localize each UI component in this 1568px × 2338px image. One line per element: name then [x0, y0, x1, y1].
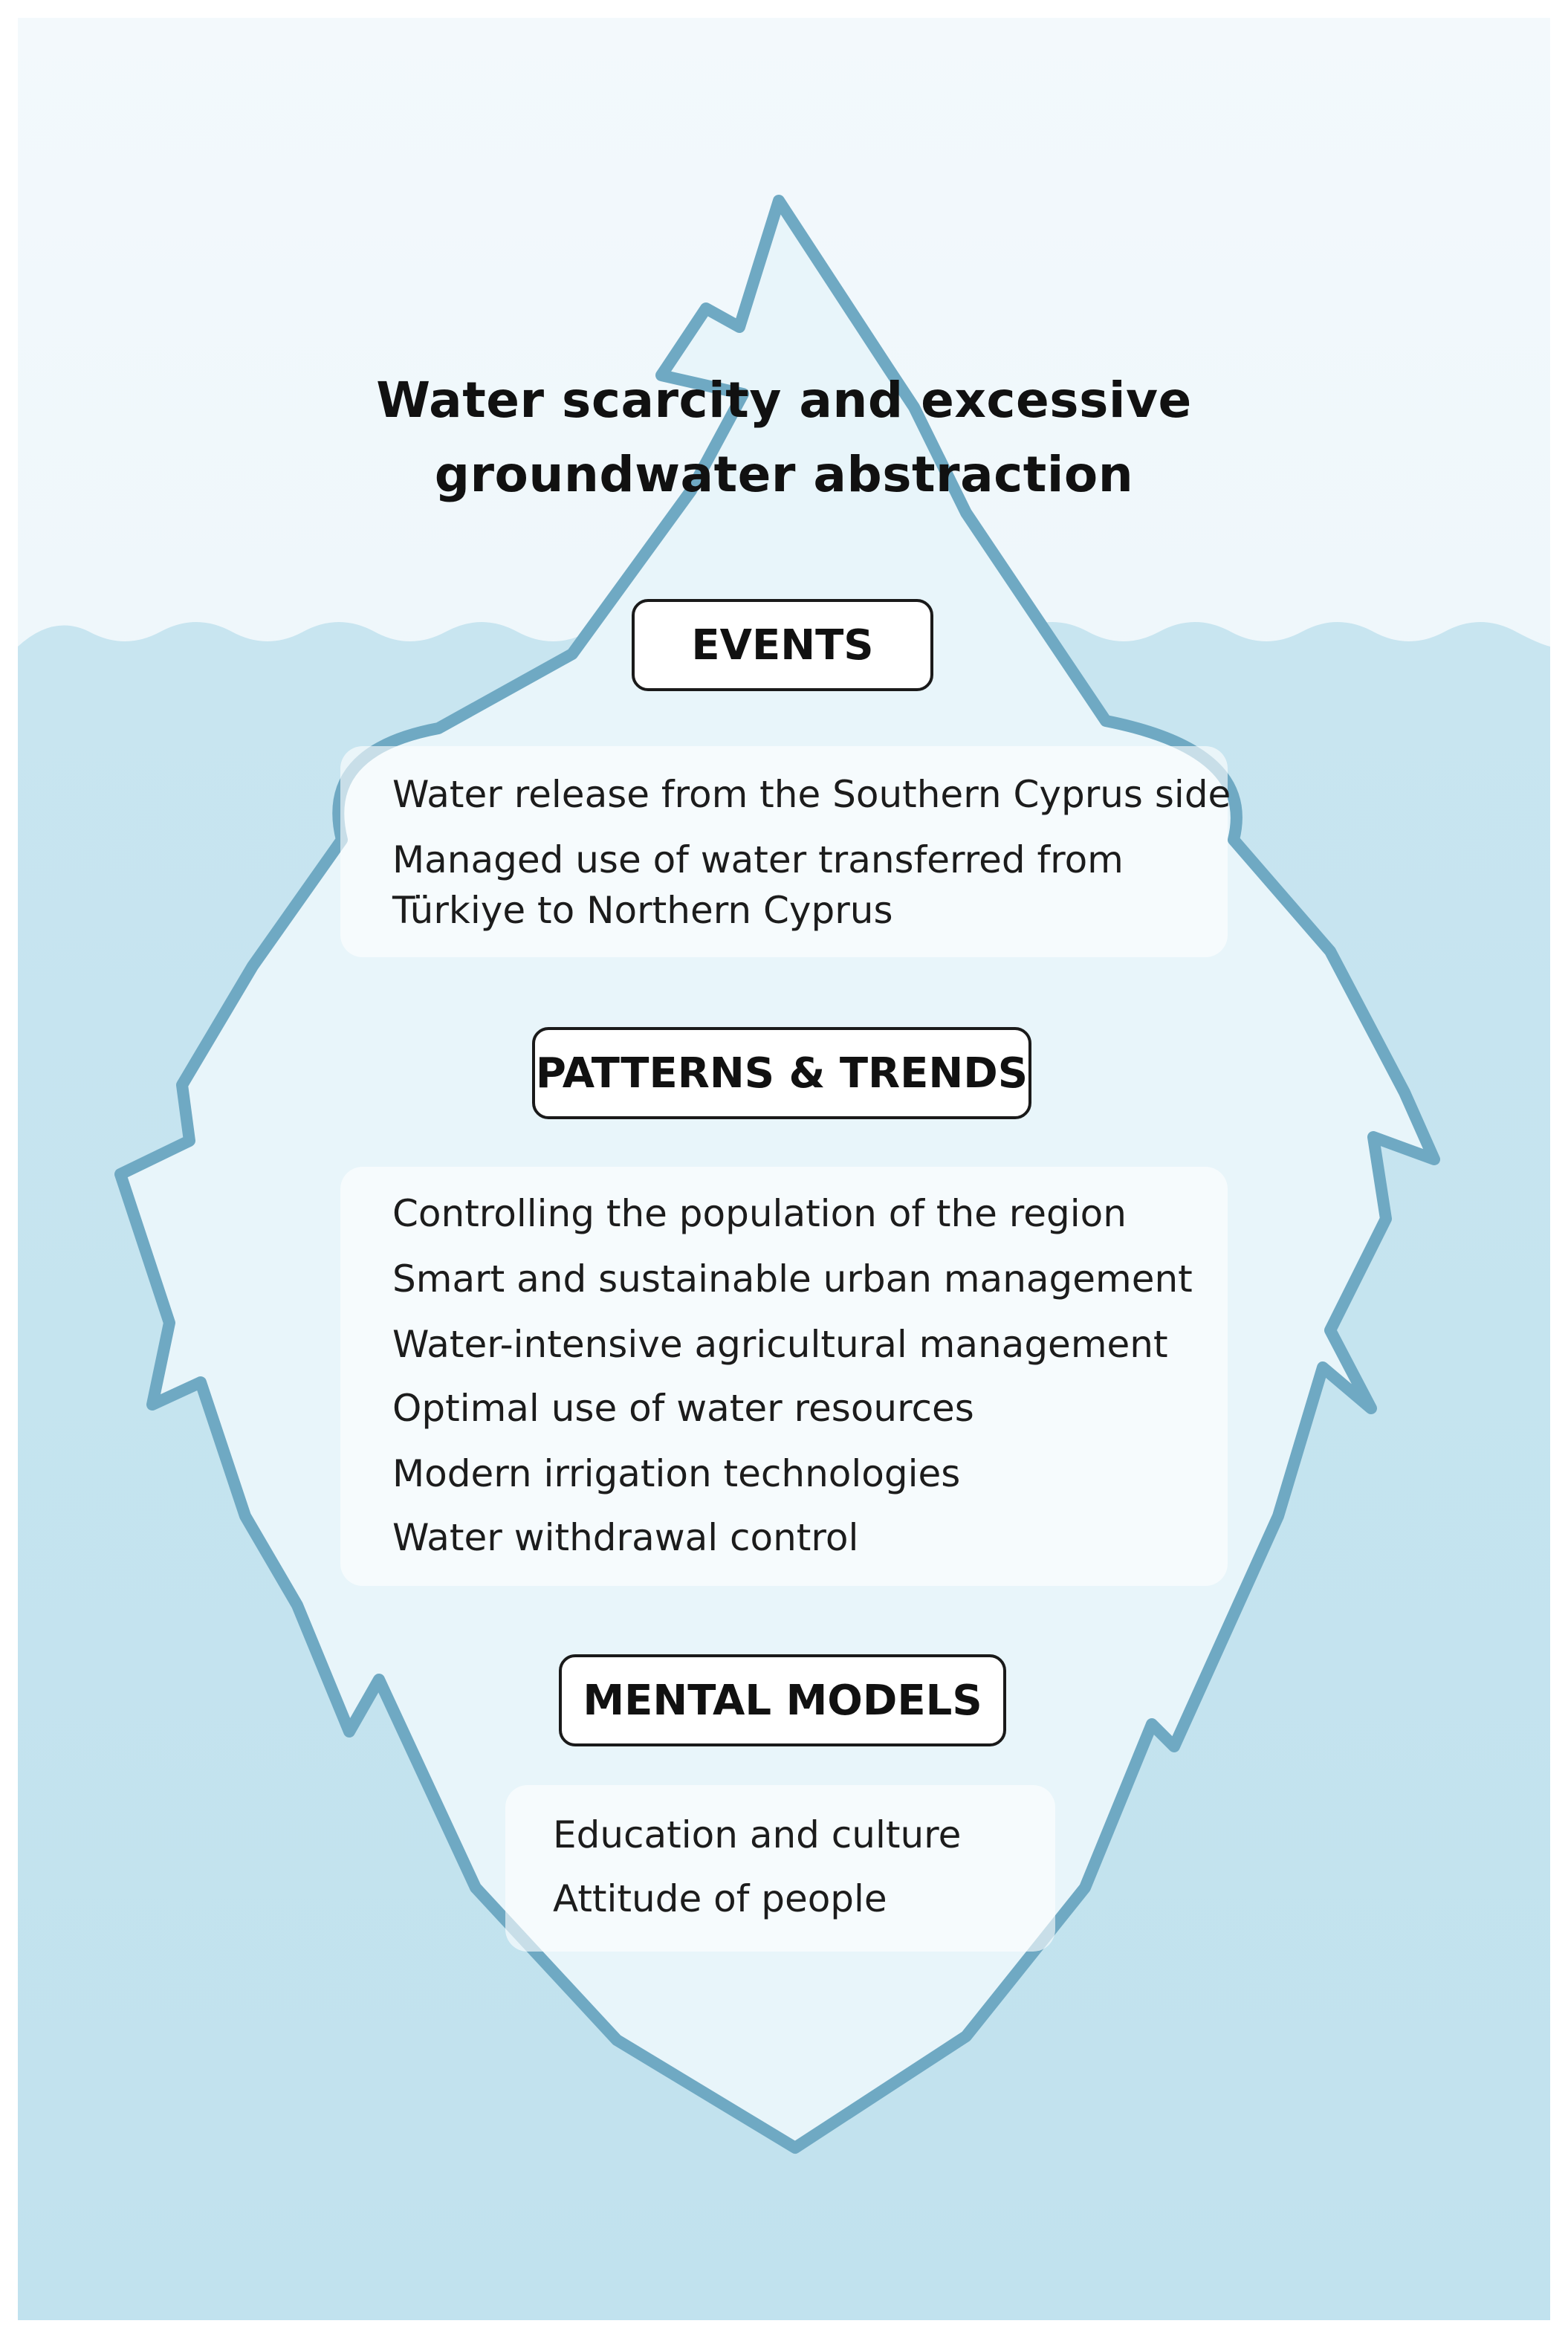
patterns-trends-label: PATTERNS & TRENDS	[532, 1027, 1031, 1119]
title-line-1: Water scarcity and excessive	[376, 372, 1192, 429]
events-item: Water release from the Southern Cyprus s…	[392, 773, 1231, 816]
events-item: Türkiye to Northern Cyprus	[392, 889, 893, 932]
patterns-trends-item: Modern irrigation technologies	[392, 1452, 961, 1495]
mental-models-label: MENTAL MODELS	[559, 1654, 1006, 1746]
events-item: Managed use of water transferred from	[392, 838, 1124, 881]
patterns-trends-item: Optimal use of water resources	[392, 1387, 974, 1430]
patterns-trends-item: Controlling the population of the region	[392, 1192, 1127, 1235]
mental-models-item: Attitude of people	[553, 1877, 887, 1920]
mental-models-item: Education and culture	[553, 1813, 962, 1856]
events-label: EVENTS	[632, 599, 933, 691]
patterns-trends-item: Smart and sustainable urban management	[392, 1257, 1193, 1301]
patterns-trends-item: Water withdrawal control	[392, 1516, 859, 1559]
patterns-trends-panel	[340, 1167, 1228, 1586]
patterns-trends-item: Water-intensive agricultural management	[392, 1323, 1168, 1366]
events-panel	[340, 746, 1228, 957]
mental-models-panel	[505, 1785, 1055, 1952]
title-line-2: groundwater abstraction	[434, 446, 1134, 503]
